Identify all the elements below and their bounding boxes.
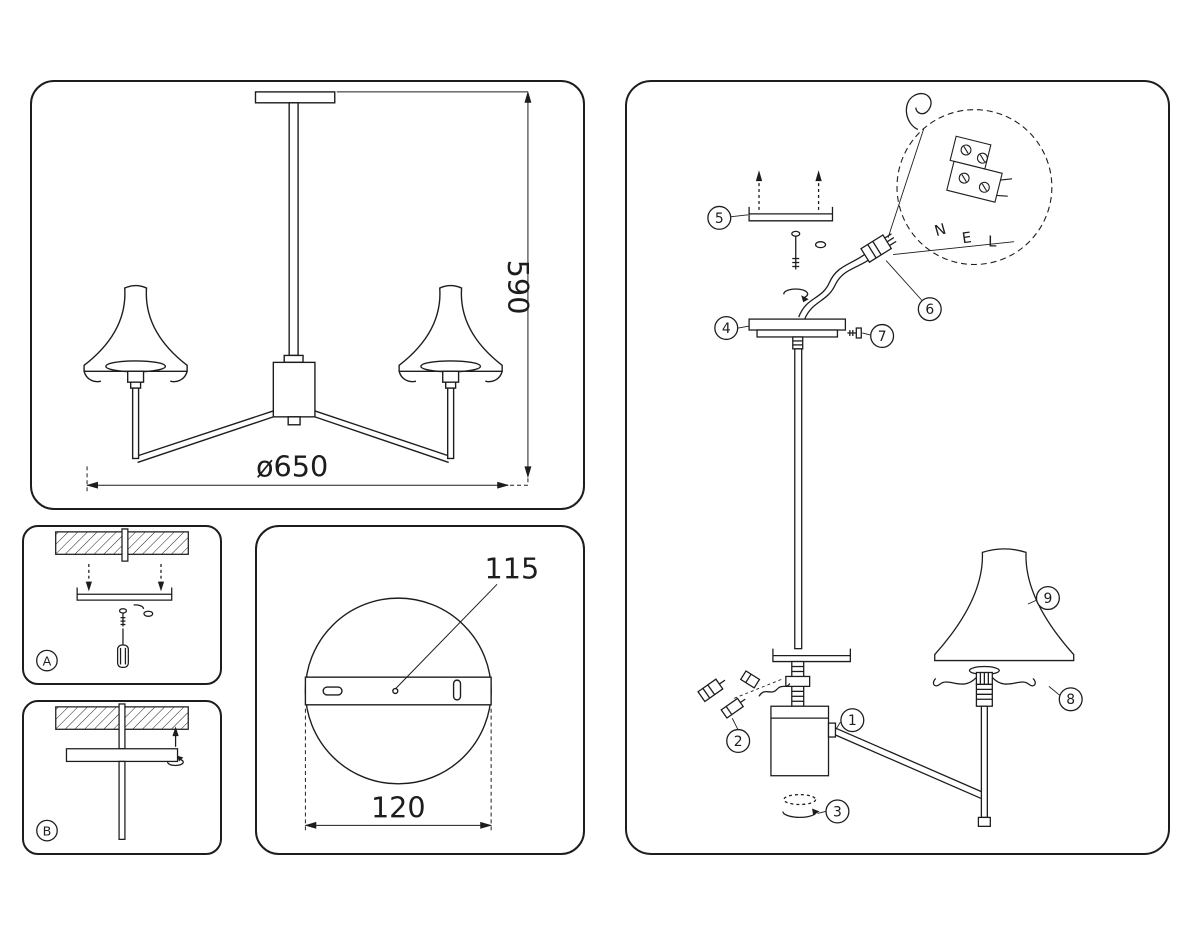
lamp-left bbox=[83, 284, 188, 460]
svg-text:3: 3 bbox=[833, 804, 842, 820]
callout-3: 3 bbox=[825, 799, 850, 824]
step-a-label: A bbox=[43, 653, 52, 668]
side-screw bbox=[847, 327, 862, 339]
rotate-hint-hub bbox=[783, 793, 817, 806]
hanging-rod bbox=[118, 703, 126, 750]
svg-text:5: 5 bbox=[715, 211, 724, 227]
svg-text:9: 9 bbox=[1043, 591, 1052, 607]
ceiling-bracket bbox=[748, 170, 834, 222]
hanging-bolt bbox=[121, 528, 129, 562]
panel-chandelier-overview: 590 ø650 bbox=[30, 80, 585, 510]
hanging-hook-icon bbox=[905, 92, 932, 131]
dim-diameter-label: ø650 bbox=[256, 449, 328, 483]
lamp-right bbox=[398, 284, 503, 460]
svg-text:1: 1 bbox=[848, 713, 857, 729]
svg-text:8: 8 bbox=[1066, 692, 1075, 708]
washer bbox=[143, 610, 154, 617]
wire-terminals bbox=[697, 670, 791, 719]
svg-text:4: 4 bbox=[722, 321, 731, 337]
callout-9: 9 bbox=[1035, 585, 1060, 611]
screw bbox=[118, 608, 128, 627]
callout-6: 6 bbox=[917, 297, 942, 322]
panel-step-a: A bbox=[22, 525, 222, 685]
bracket-slot-left bbox=[322, 686, 343, 696]
lamp-arms bbox=[135, 410, 451, 464]
svg-text:6: 6 bbox=[925, 302, 934, 318]
wire-label-e: E bbox=[961, 228, 973, 247]
assembly-drawing: N E L 1 2 bbox=[697, 92, 1083, 827]
callout-1: 1 bbox=[840, 708, 865, 733]
step-b-drawing: B bbox=[36, 703, 189, 842]
step-a-badge: A bbox=[36, 649, 58, 672]
chandelier-front-view: 590 ø650 bbox=[83, 90, 535, 492]
wires bbox=[798, 252, 873, 320]
step-b-badge: B bbox=[36, 819, 58, 842]
shade-holder bbox=[932, 665, 1036, 687]
lamp-arm bbox=[835, 727, 982, 800]
hub-body bbox=[770, 705, 837, 777]
callout-4: 4 bbox=[714, 315, 739, 341]
bracket-slot-right bbox=[452, 679, 462, 701]
svg-text:2: 2 bbox=[734, 734, 743, 750]
callout-2: 2 bbox=[726, 728, 751, 754]
dimension-annotations bbox=[86, 90, 532, 492]
hub-bracket bbox=[772, 648, 851, 663]
step-b-label: B bbox=[43, 823, 52, 838]
ceiling-plate bbox=[254, 91, 336, 104]
dim-width-label: 120 bbox=[371, 790, 426, 824]
panel-mount-detail: 115 120 bbox=[255, 525, 585, 855]
canopy bbox=[748, 318, 847, 350]
lamp-shade bbox=[934, 548, 1075, 662]
canopy-plate bbox=[65, 748, 179, 763]
central-hub bbox=[272, 361, 316, 418]
panel-step-b: B bbox=[22, 700, 222, 855]
step-a-drawing: A bbox=[36, 528, 189, 672]
hanger-rod bbox=[288, 102, 299, 357]
canopy-screw bbox=[791, 230, 801, 270]
rotate-hint-top bbox=[783, 288, 809, 298]
wiring-detail-bubble bbox=[896, 109, 1053, 266]
terminal-block-sketch bbox=[946, 135, 1013, 203]
svg-text:7: 7 bbox=[878, 329, 887, 345]
callout-7: 7 bbox=[870, 323, 895, 349]
wire-label-n: N bbox=[932, 220, 948, 240]
wire-connector bbox=[860, 233, 897, 264]
dim-height-label: 590 bbox=[501, 260, 535, 315]
down-rod bbox=[794, 348, 803, 650]
panel-assembly-exploded: N E L 1 2 bbox=[625, 80, 1170, 855]
washer bbox=[814, 241, 827, 249]
callout-5: 5 bbox=[707, 205, 732, 230]
dim-hole-label: 115 bbox=[485, 551, 540, 585]
mounting-bracket-detail: 115 120 bbox=[304, 551, 540, 834]
lamp-socket bbox=[975, 683, 993, 827]
wire-label-l: L bbox=[988, 233, 997, 251]
rotate-hint bbox=[167, 758, 184, 767]
callouts: 1 2 3 4 5 bbox=[707, 205, 1083, 824]
screwdriver-icon bbox=[116, 628, 129, 669]
callout-8: 8 bbox=[1058, 687, 1083, 712]
lock-nut bbox=[785, 675, 811, 688]
